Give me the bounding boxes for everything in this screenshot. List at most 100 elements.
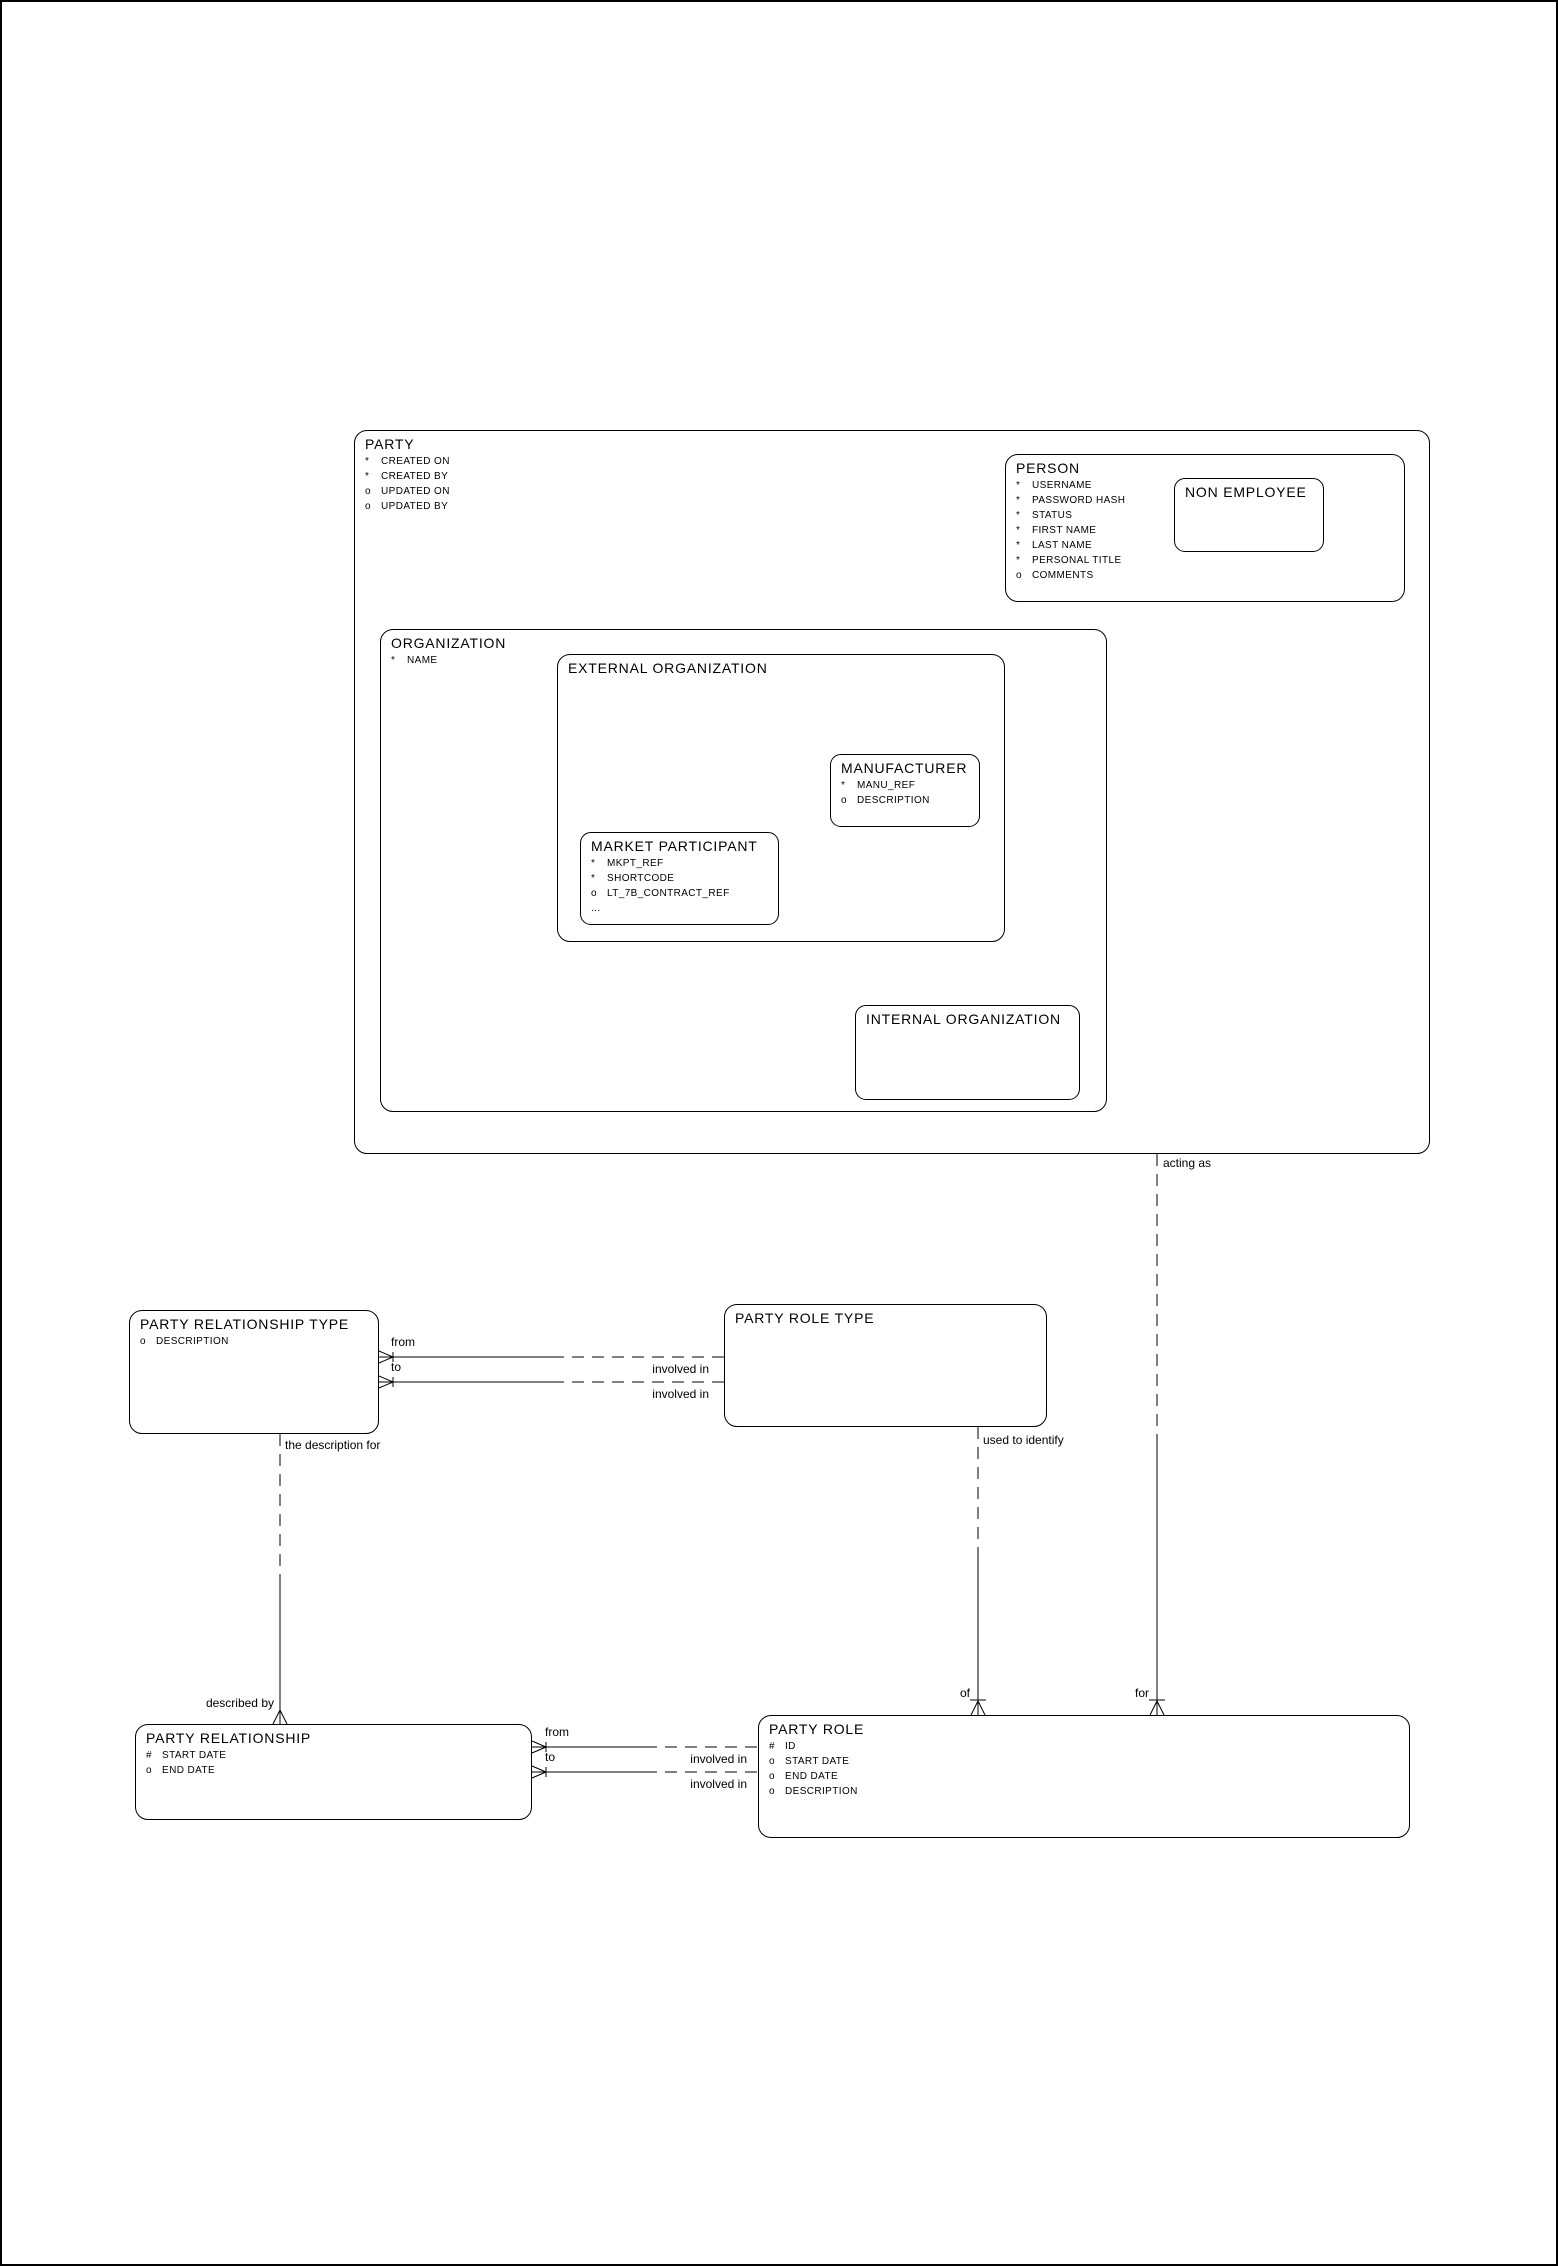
attribute-name: CREATED ON: [381, 456, 450, 467]
attribute-row: o DESCRIPTION: [841, 793, 969, 808]
rel-label-for: for: [1134, 1686, 1149, 1700]
rel-label-used-to-identify: used to identify: [983, 1433, 1064, 1447]
attribute-name: START DATE: [162, 1750, 227, 1761]
attribute-row: * LAST NAME: [1016, 538, 1394, 553]
attribute-row: *MKPT_REF: [591, 856, 768, 871]
attribute-row: * CREATED BY: [365, 469, 1419, 484]
attribute-row: o START DATE: [769, 1754, 1399, 1769]
attribute-flag: *: [1016, 540, 1021, 551]
entity-title: INTERNAL ORGANIZATION: [866, 1011, 1061, 1027]
attribute-name: ID: [785, 1741, 796, 1752]
attribute-name: MKPT_REF: [607, 858, 664, 869]
attribute-flag: o: [146, 1765, 152, 1776]
attribute-name: UPDATED BY: [381, 501, 449, 512]
attribute-flag: o: [1016, 570, 1022, 581]
attribute-flag: *: [365, 471, 370, 482]
entity-non-employee[interactable]: NON EMPLOYEE: [1174, 478, 1324, 552]
attribute-row: * FIRST NAME: [1016, 523, 1394, 538]
attribute-list: #START DATE o END DATE: [146, 1748, 521, 1778]
attribute-row: o UPDATED BY: [365, 499, 1419, 514]
attribute-flag: o: [769, 1786, 775, 1797]
attribute-name: PERSONAL TITLE: [1032, 555, 1122, 566]
rel-label-involved-in-4: involved in: [690, 1777, 747, 1791]
attribute-flag: *: [841, 780, 846, 791]
entity-title: ORGANIZATION: [391, 635, 507, 651]
attribute-name: END DATE: [162, 1765, 216, 1776]
attribute-name: UPDATED ON: [381, 486, 450, 497]
rel-label-involved-in-2: involved in: [652, 1387, 709, 1401]
rel-label-from-top: from: [391, 1335, 415, 1349]
attribute-flag: o: [769, 1771, 775, 1782]
attribute-name: DESCRIPTION: [857, 795, 930, 806]
attribute-flag: o: [769, 1756, 775, 1767]
attribute-name: MANU_REF: [857, 780, 916, 791]
entity-title: PARTY RELATIONSHIP: [146, 1730, 312, 1746]
rel-label-of: of: [959, 1686, 970, 1700]
entity-title: NON EMPLOYEE: [1185, 484, 1307, 500]
attribute-flag: o: [365, 501, 371, 512]
attribute-row: * CREATED ON: [365, 454, 1419, 469]
attribute-name: FIRST NAME: [1032, 525, 1097, 536]
attribute-flag: o: [140, 1336, 146, 1347]
attribute-row: *USERNAME: [1016, 478, 1394, 493]
rel-label-to-top: to: [391, 1360, 402, 1374]
attribute-flag: *: [591, 873, 596, 884]
rel-label-the-description-for: the description for: [285, 1438, 381, 1452]
rel-label-from-bottom: from: [545, 1725, 569, 1739]
entity-party-relationship[interactable]: PARTY RELATIONSHIP #START DATE o END DATE: [135, 1724, 532, 1820]
entity-title: MANUFACTURER: [841, 760, 968, 776]
entity-title: PARTY ROLE TYPE: [735, 1310, 875, 1326]
attribute-row: o DESCRIPTION: [769, 1784, 1399, 1799]
attribute-list: *MKPT_REF * SHORTCODE o LT_7B_CONTRACT_REF..…: [591, 856, 768, 916]
rel-prt-to-crowfoot: [378, 1375, 394, 1389]
attribute-row: ...: [591, 901, 768, 916]
entity-title: PARTY RELATIONSHIP TYPE: [140, 1316, 350, 1332]
entity-internal-organization[interactable]: INTERNAL ORGANIZATION: [855, 1005, 1080, 1100]
attribute-name: STATUS: [1032, 510, 1073, 521]
attribute-flag: ...: [591, 903, 601, 914]
attribute-name: LT_7B_CONTRACT_REF: [607, 888, 730, 899]
attribute-flag: *: [1016, 555, 1021, 566]
attribute-row: * MANU_REF: [841, 778, 969, 793]
attribute-flag: *: [1016, 525, 1021, 536]
rel-used-to-identify-crowfoot: [970, 1699, 986, 1716]
attribute-row: #START DATE: [146, 1748, 521, 1763]
entity-party-role-type[interactable]: PARTY ROLE TYPE: [724, 1304, 1047, 1427]
attribute-row: *NAME: [391, 653, 1096, 668]
entity-title: PARTY: [365, 436, 415, 452]
attribute-flag: *: [365, 456, 370, 467]
rel-label-described-by: described by: [205, 1696, 274, 1710]
attribute-name: SHORTCODE: [607, 873, 675, 884]
entity-title: MARKET PARTICIPANT: [591, 838, 758, 854]
rel-pr-from-crowfoot: [531, 1740, 547, 1754]
rel-description-crowfoot: [272, 1709, 288, 1725]
attribute-flag: o: [365, 486, 371, 497]
attribute-name: CREATED BY: [381, 471, 449, 482]
attribute-row: * PERSONAL TITLE: [1016, 553, 1394, 568]
rel-label-involved-in-3: involved in: [690, 1752, 747, 1766]
rel-pr-to-crowfoot: [531, 1765, 547, 1779]
entity-title: EXTERNAL ORGANIZATION: [568, 660, 768, 676]
attribute-name: START DATE: [785, 1756, 850, 1767]
attribute-flag: *: [1016, 510, 1021, 521]
attribute-name: DESCRIPTION: [785, 1786, 858, 1797]
attribute-flag: o: [841, 795, 847, 806]
attribute-flag: o: [591, 888, 597, 899]
attribute-row: o END DATE: [769, 1769, 1399, 1784]
attribute-list: *USERNAME*PASSWORD HASH*STATUS*FIRST NAM…: [1016, 478, 1394, 583]
attribute-name: END DATE: [785, 1771, 839, 1782]
attribute-row: o END DATE: [146, 1763, 521, 1778]
attribute-row: o UPDATED ON: [365, 484, 1419, 499]
rel-acting-as-crowfoot: [1149, 1699, 1165, 1716]
entity-title: PARTY ROLE: [769, 1721, 865, 1737]
attribute-name: LAST NAME: [1032, 540, 1093, 551]
